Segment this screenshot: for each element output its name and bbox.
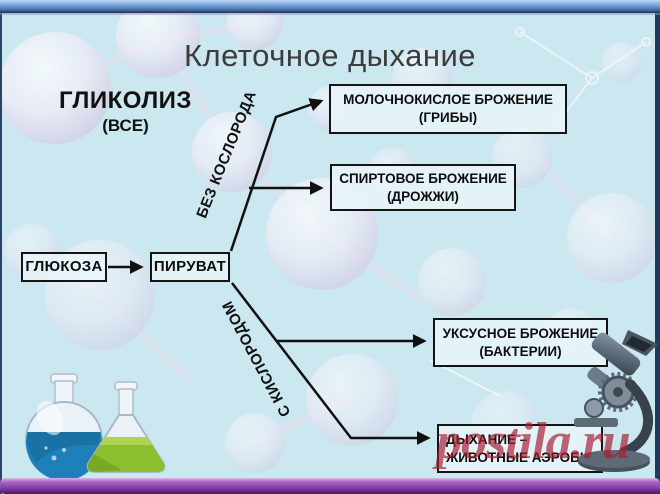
node-line: ДЫХАНИЕ – bbox=[446, 431, 528, 447]
round-flask-icon bbox=[25, 373, 103, 480]
glycolysis-label: ГЛИКОЛИЗ bbox=[59, 87, 192, 114]
slide-right-edge bbox=[655, 0, 660, 494]
arrow-pyruvate-respiration bbox=[231, 282, 431, 445]
node-line: УКСУСНОЕ БРОЖЕНИЕ bbox=[442, 325, 599, 341]
node-glucose: ГЛЮКОЗА bbox=[21, 252, 107, 282]
slide-top-border bbox=[0, 0, 660, 13]
glycolysis-sublabel: (ВСЕ) bbox=[102, 116, 149, 135]
node-line: СПИРТОВОЕ БРОЖЕНИЕ bbox=[339, 170, 507, 186]
node-line: (БАКТЕРИИ) bbox=[479, 343, 562, 359]
slide-title: Клеточное дыхание bbox=[183, 38, 477, 73]
arrow-pyruvate-lactic bbox=[229, 98, 324, 252]
node-line: ЖИВОТНЫЕ АЭРОБЫ bbox=[446, 449, 594, 465]
node-acetic-fermentation: УКСУСНОЕ БРОЖЕНИЕ (БАКТЕРИИ) bbox=[433, 318, 608, 367]
microscope-icon bbox=[574, 330, 658, 472]
node-aerobic-respiration: ДЫХАНИЕ – ЖИВОТНЫЕ АЭРОБЫ bbox=[437, 424, 603, 473]
glycolysis-label-group: ГЛИКОЛИЗ (ВСЕ) bbox=[48, 87, 203, 136]
watermark-postila: postila.ru bbox=[436, 413, 631, 470]
lab-flasks-icon bbox=[25, 373, 166, 480]
node-line: (ДРОЖЖИ) bbox=[387, 188, 459, 204]
node-lactic-fermentation: МОЛОЧНОКИСЛОЕ БРОЖЕНИЕ (ГРИБЫ) bbox=[329, 84, 567, 134]
erlenmeyer-flask-icon bbox=[86, 381, 166, 473]
slide-bottom-border bbox=[0, 478, 660, 494]
node-line: ПИРУВАТ bbox=[153, 258, 227, 276]
node-line: МОЛОЧНОКИСЛОЕ БРОЖЕНИЕ bbox=[343, 92, 553, 108]
node-pyruvate: ПИРУВАТ bbox=[150, 252, 230, 282]
slide-left-edge bbox=[0, 0, 2, 494]
node-alcohol-fermentation: СПИРТОВОЕ БРОЖЕНИЕ (ДРОЖЖИ) bbox=[330, 164, 516, 211]
node-line: ГЛЮКОЗА bbox=[25, 258, 103, 276]
node-line: (ГРИБЫ) bbox=[418, 110, 478, 125]
